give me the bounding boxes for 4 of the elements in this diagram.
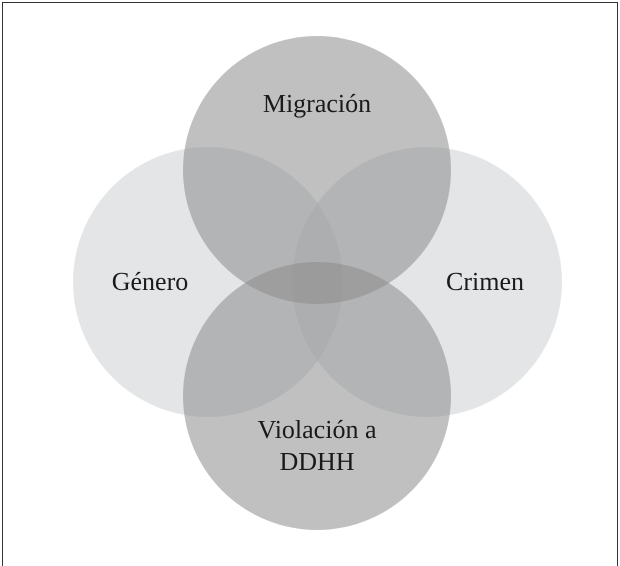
circle-label: Género	[110, 266, 190, 298]
circle-label: Crimen	[445, 266, 525, 298]
circle-label: Migración	[262, 88, 372, 120]
circle-label: Violación a DDHH	[256, 414, 378, 478]
